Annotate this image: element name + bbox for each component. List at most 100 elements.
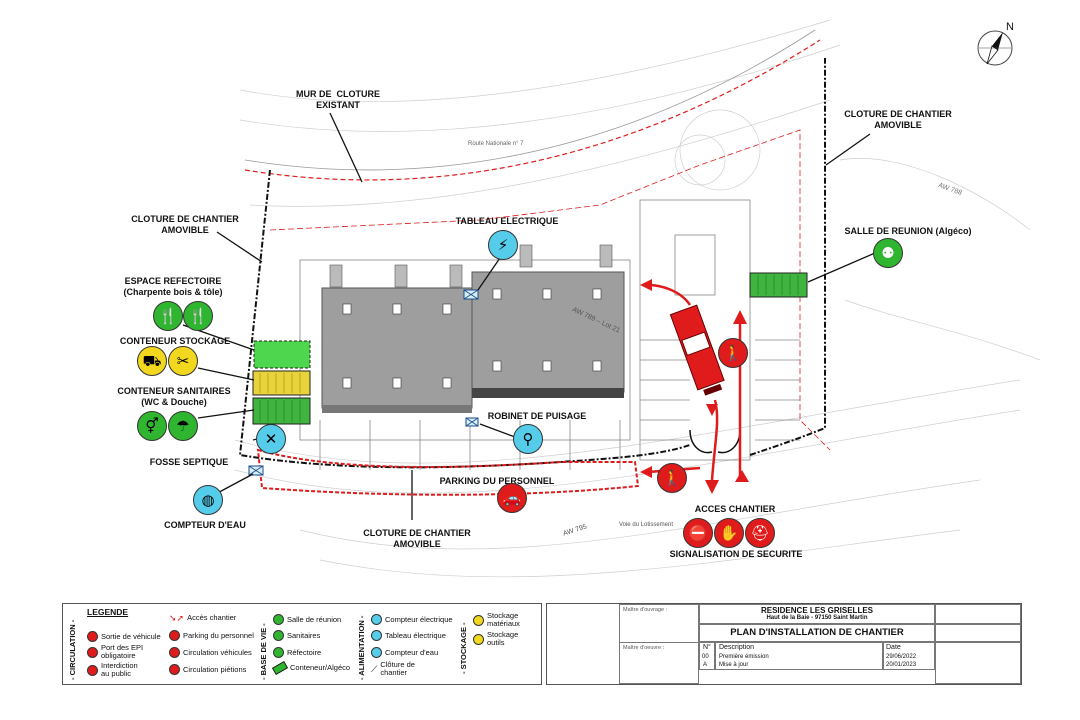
legend-meeting-room: Salle de réunion xyxy=(273,614,341,625)
base-de-vie-containers xyxy=(252,272,808,425)
no-entry-icon: ✋ xyxy=(714,518,744,548)
tools-icon xyxy=(473,633,484,645)
legend-title: LEGENDE xyxy=(87,607,129,617)
buildings xyxy=(321,244,625,413)
rev-row-no: A xyxy=(703,662,708,668)
project-name: RESIDENCE LES GRISELLES xyxy=(760,606,874,615)
tap-icon: ⚲ xyxy=(513,424,543,454)
rev-no-col xyxy=(699,642,715,670)
topo-lines xyxy=(234,19,1041,578)
label-salle: SALLE DE REUNION (Algéco) xyxy=(844,226,972,236)
ppe-icon xyxy=(87,646,98,658)
truck-icon xyxy=(169,647,180,658)
title-block: Maître d'ouvrage : Maître d'oeuvre : RES… xyxy=(546,603,1022,685)
legend-container: Conteneur/Algéco xyxy=(271,661,350,675)
label-tableau: TABLEAU ELECTRIQUE xyxy=(455,216,559,226)
legend-no-public: Interdiction au public xyxy=(87,662,138,678)
label-fosse: FOSSE SEPTIQUE xyxy=(149,457,229,467)
forklift-icon: ⛟ xyxy=(137,346,167,376)
vehicle-exit-icon xyxy=(87,631,98,642)
logo-cell-1 xyxy=(935,604,1021,624)
water-meter-icon xyxy=(371,647,382,658)
legend-box: LEGENDE - CIRCULATION - - BASE DE VIE - … xyxy=(62,603,542,685)
cutlery-icon xyxy=(273,647,284,658)
legend-water-meter: Compteur d'eau xyxy=(371,647,438,658)
label-refectoire: ESPACE REFECTOIRE (Charpente bois & tôle… xyxy=(123,276,223,297)
wc-icon: ⚥ xyxy=(137,411,167,441)
truck-graphic xyxy=(669,304,725,396)
car-icon: 🚗 xyxy=(497,483,527,513)
rev-row-desc: Première émission xyxy=(719,654,769,660)
plan-drawing xyxy=(182,19,1041,578)
site-plan: N MUR DE CLOTURE EXISTANT Route National… xyxy=(117,19,1041,578)
pedestrian-icon-2: 🚶 xyxy=(718,338,748,368)
label-cloture-left: CLOTURE DE CHANTIER AMOVIBLE xyxy=(131,214,239,235)
label-voie: Voie du Lotissement xyxy=(618,522,674,528)
legend-electric-panel: Tableau électrique xyxy=(371,630,446,641)
north-arrow-graphic xyxy=(977,30,1013,66)
rev-row-no: 00 xyxy=(702,654,709,660)
legend-fence: ⟋Clôture de chantier xyxy=(371,660,415,677)
legend-ppe: Port des EPI obligatoire xyxy=(87,644,143,660)
label-acces: ACCES CHANTIER xyxy=(694,504,776,514)
legend-electric-meter: Compteur électrique xyxy=(371,614,453,625)
rev-desc-header: Description xyxy=(719,644,755,651)
meeting-room-icon: ⚉ xyxy=(873,238,903,268)
label-robinet: ROBINET DE PUISAGE xyxy=(487,411,587,421)
legend-circulation-heading: - CIRCULATION - xyxy=(68,619,77,680)
legend-stockage-heading: - STOCKAGE - xyxy=(459,622,468,674)
electric-meter-icon xyxy=(371,614,382,625)
moe-label: Maître d'oeuvre : xyxy=(623,645,665,651)
moe-cell xyxy=(619,642,699,684)
plot-outlines xyxy=(299,199,800,470)
forklift-icon xyxy=(473,614,484,626)
label-stockage: CONTENEUR STOCKAGE xyxy=(119,336,231,346)
plan-title: PLAN D'INSTALLATION DE CHANTIER xyxy=(730,627,904,638)
label-mur-cloture: MUR DE CLOTURE EXISTANT xyxy=(296,89,380,110)
access-arrows-icon: ➘➚ xyxy=(169,613,185,623)
fence-icon: ⟋ xyxy=(371,664,378,674)
meeting-room-icon xyxy=(273,614,284,625)
label-parking: PARKING DU PERSONNEL xyxy=(439,476,555,486)
legend-site-access: ➘➚Accès chantier xyxy=(169,613,237,623)
cutlery-icon-2: 🍴 xyxy=(183,301,213,331)
electric-panel-icon: ⚡ xyxy=(488,230,518,260)
logo-cell-3 xyxy=(935,642,1021,684)
legend-parking: Parking du personnel xyxy=(169,630,254,641)
container-icon xyxy=(271,661,289,675)
legend-sanitary: Sanitaires xyxy=(273,630,320,641)
legend-vehicle-traffic: Circulation véhicules xyxy=(169,647,252,658)
existing-wall xyxy=(244,29,831,451)
shower-icon: ☂ xyxy=(168,411,198,441)
legend-refectory: Réfectoire xyxy=(273,647,321,658)
pedestrian-icon: 🚶 xyxy=(657,463,687,493)
legend-tool-storage: Stockage outils xyxy=(473,631,518,647)
moa-label: Maître d'ouvrage : xyxy=(623,607,668,613)
no-entry-icon xyxy=(87,664,98,676)
project-address: Haut de la Baie - 97150 Saint Martin xyxy=(766,615,868,621)
label-cloture-bottom: CLOTURE DE CHANTIER AMOVIBLE xyxy=(363,528,471,549)
tools-icon: ✂ xyxy=(168,346,198,376)
parking-zone xyxy=(256,448,640,496)
north-label: N xyxy=(1006,21,1014,33)
rev-desc-col xyxy=(715,642,883,670)
legend-pedestrian: Circulation piétions xyxy=(169,664,246,675)
legend-material-storage: Stockage matériaux xyxy=(473,612,520,628)
label-signalisation: SIGNALISATION DE SECURITE xyxy=(669,549,803,559)
legend-alimentation-heading: - ALIMENTATION - xyxy=(357,615,366,680)
cutlery-icon: 🍴 xyxy=(153,301,183,331)
septic-icon: ✕ xyxy=(256,424,286,454)
arrow-heads xyxy=(640,279,749,494)
rev-row-date: 29/06/2022 xyxy=(886,654,917,660)
rev-row-date: 20/01/2023 xyxy=(886,662,917,668)
legend-base-vie-heading: - BASE DE VIE - xyxy=(259,623,268,680)
plan-title-cell xyxy=(699,624,935,642)
rev-date-header: Date xyxy=(886,644,901,651)
electric-panel-icon xyxy=(371,630,382,641)
wc-icon xyxy=(273,630,284,641)
project-cell xyxy=(699,604,935,624)
label-sanitaires: CONTENEUR SANITAIRES (WC & Douche) xyxy=(117,386,231,407)
pedestrian-icon xyxy=(169,664,180,675)
ppe-icon: ⛑ xyxy=(745,518,775,548)
meter-markers xyxy=(248,289,479,476)
